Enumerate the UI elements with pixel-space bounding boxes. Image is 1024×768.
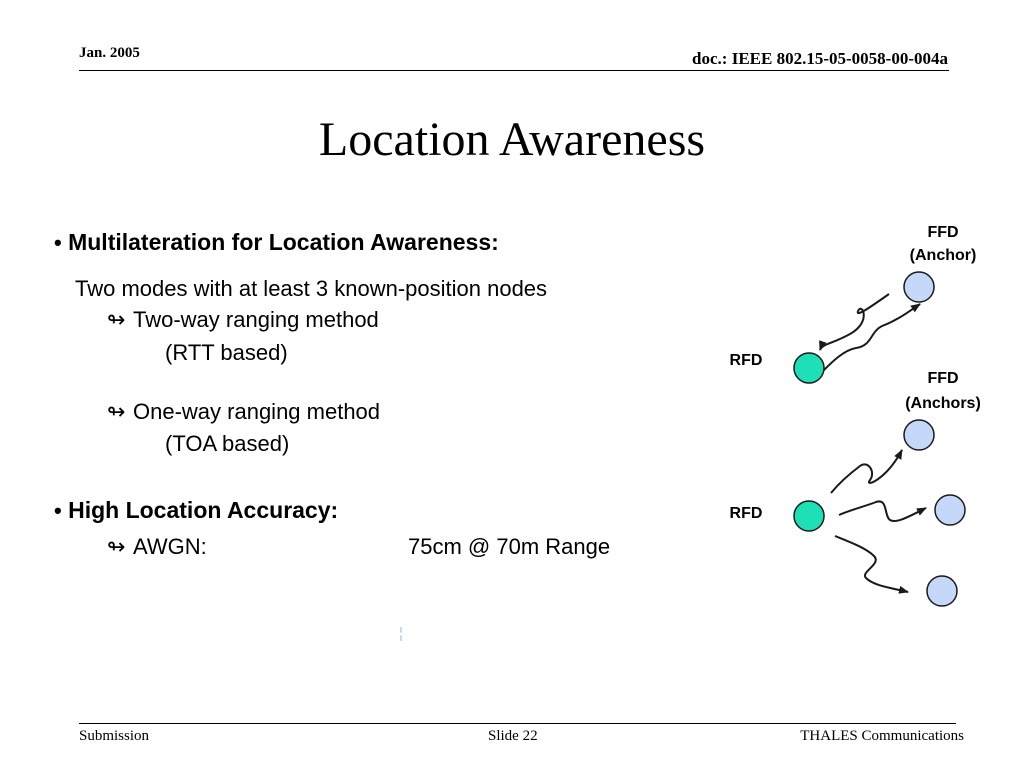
bottom-anchor-label-1: FFD — [927, 370, 959, 387]
bottom-rfd-label: RFD — [729, 505, 763, 522]
top-anchor-label-1: FFD — [927, 224, 959, 241]
slide-title: Location Awareness — [318, 113, 706, 166]
footer-submission: Submission — [79, 728, 150, 744]
ranging-signal-arrow — [819, 293, 890, 351]
bullet-heading: Multilateration for Location Awareness: — [68, 229, 499, 255]
ranging-signal-arrow — [823, 303, 921, 371]
footer-company: THALES Communications — [800, 728, 964, 744]
bottom-ffd-anchor-node-1 — [903, 419, 935, 451]
bullet-dot-icon: • — [54, 498, 62, 523]
arrow-bullet-icon: ↬ — [107, 307, 126, 332]
sub-bullet-text: One-way ranging method — [133, 399, 381, 424]
modes-line: Two modes with at least 3 known-position… — [75, 276, 548, 301]
sub-bullet-two-way: ↬ Two-way ranging method — [107, 307, 379, 333]
bullet-heading: High Location Accuracy: — [68, 497, 339, 523]
awgn-label: AWGN: — [133, 534, 207, 559]
sub-bullet-one-way: ↬ One-way ranging method — [107, 399, 380, 425]
top-ranging-arrows — [819, 293, 921, 371]
ranging-signal-arrow — [834, 535, 909, 594]
bottom-ffd-anchor-node-2 — [934, 494, 966, 526]
awgn-value: 75cm @ 70m Range — [408, 534, 611, 559]
bottom-anchor-label-2: (Anchors) — [905, 395, 981, 412]
top-anchor-label-2: (Anchor) — [909, 247, 977, 264]
bottom-ranging-arrows — [830, 449, 927, 594]
bullet-dot-icon: • — [54, 230, 62, 255]
bottom-rfd-node — [793, 500, 825, 532]
top-rfd-node — [793, 352, 825, 384]
bullet-multilateration: • Multilateration for Location Awareness… — [54, 229, 499, 256]
sub-bullet-note-toa: (TOA based) — [165, 431, 290, 456]
arrow-bullet-icon: ↬ — [107, 534, 126, 559]
top-ffd-anchor-node — [903, 271, 935, 303]
footer-rule — [79, 723, 956, 724]
header-rule — [79, 70, 949, 71]
top-rfd-label: RFD — [729, 352, 763, 369]
stray-mark: ¦ — [399, 625, 403, 642]
header-date: Jan. 2005 — [79, 45, 140, 61]
bottom-ffd-anchor-node-3 — [926, 575, 958, 607]
arrow-bullet-icon: ↬ — [107, 399, 126, 424]
ranging-signal-arrow — [838, 500, 927, 522]
footer-slide-number: Slide 22 — [488, 728, 538, 744]
diagram-svg — [793, 271, 966, 607]
sub-bullet-note-rtt: (RTT based) — [165, 340, 288, 365]
ranging-signal-arrow — [830, 449, 903, 494]
ranging-diagram: FFD (Anchor) RFD FFD (Anchors) RFD — [700, 210, 1000, 620]
sub-bullet-text: Two-way ranging method — [133, 307, 379, 332]
sub-bullet-awgn: ↬ AWGN: — [107, 534, 207, 560]
header-doc-id: doc.: IEEE 802.15-05-0058-00-004a — [692, 49, 948, 68]
bullet-accuracy: • High Location Accuracy: — [54, 497, 338, 524]
